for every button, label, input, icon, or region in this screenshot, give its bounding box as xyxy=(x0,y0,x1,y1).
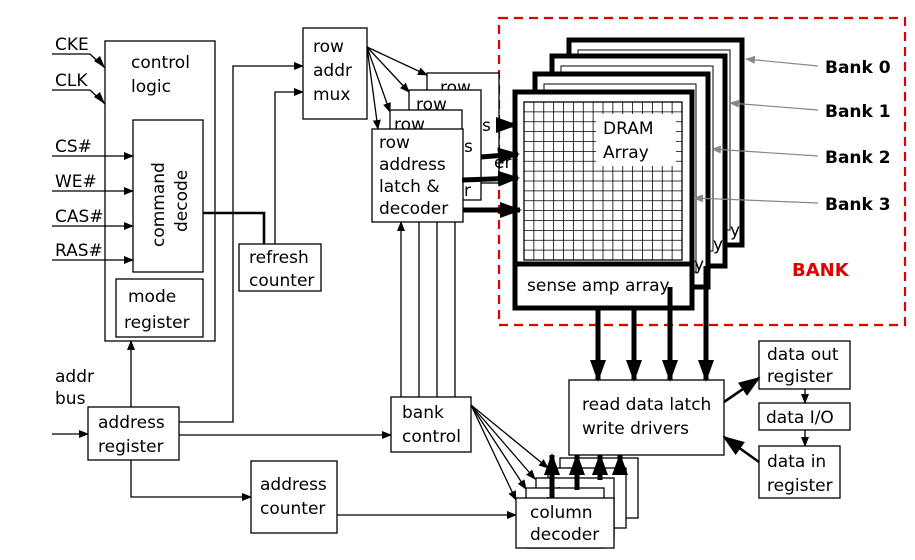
addr-to-mux-line xyxy=(179,62,304,423)
cke-pin: CKE xyxy=(52,35,106,69)
cs-pin: CS# xyxy=(52,137,134,160)
bank-0-label: Bank 0 xyxy=(825,58,891,78)
read-write-box xyxy=(568,379,725,456)
svg-text:y: y xyxy=(713,235,723,255)
sense-to-latch-arrows xyxy=(590,266,714,382)
row-addr-mux-label: row xyxy=(313,37,344,57)
address-counter-box xyxy=(250,460,338,534)
command-decode-box xyxy=(132,119,204,273)
bank-3-leader xyxy=(693,194,819,204)
data-out-register-box xyxy=(758,340,851,390)
address-counter-label: address xyxy=(260,475,327,495)
address-register-box xyxy=(87,406,180,461)
data-out-label-2: register xyxy=(767,367,833,387)
address-counter-label-2: counter xyxy=(260,499,325,519)
column-decoder-label-2: decoder xyxy=(530,525,599,545)
svg-text:CAS#: CAS# xyxy=(55,207,104,227)
svg-text:WE#: WE# xyxy=(55,172,97,192)
bank-control-label-2: control xyxy=(402,427,461,447)
bank-ctrl-fanout-lines xyxy=(470,404,549,501)
mode-register-label-2: register xyxy=(124,313,190,333)
bank-1-leader xyxy=(729,99,819,111)
clk-pin: CLK xyxy=(52,71,106,105)
row-to-array-arrows xyxy=(461,117,522,218)
column-decoder-box xyxy=(515,497,615,549)
memory-cell-grid xyxy=(524,102,682,260)
row-addr-mux-box xyxy=(302,27,368,120)
latch-to-dataout-arrow xyxy=(723,376,761,404)
read-data-latch-label: read data latch xyxy=(582,395,711,415)
bank-0-leader xyxy=(745,55,819,67)
bank-control-box xyxy=(390,396,472,453)
svg-text:y: y xyxy=(730,221,740,241)
control-logic-label: control xyxy=(131,53,190,73)
data-in-register-box xyxy=(758,445,841,499)
dram-label: DRAM xyxy=(603,119,654,139)
sense-amp-label: sense amp array xyxy=(527,276,670,296)
write-drivers-label: write drivers xyxy=(582,419,689,439)
svg-text:s: s xyxy=(482,116,491,136)
bank-3-label: Bank 3 xyxy=(825,195,891,215)
dram-array-bank-3: DRAM Array sense amp array xyxy=(512,89,695,311)
cas-pin: CAS# xyxy=(52,207,134,230)
refresh-counter-box xyxy=(238,243,322,292)
svg-text:RAS#: RAS# xyxy=(55,241,103,261)
bank-1-label: Bank 1 xyxy=(825,102,891,122)
row-decoder-label: row xyxy=(379,133,410,153)
addr-bus-label: addr xyxy=(55,367,94,387)
svg-text:CS#: CS# xyxy=(55,137,92,157)
row-decoder-label-2: address xyxy=(379,155,446,175)
bank-tag: BANK xyxy=(792,260,850,281)
address-register-label: address xyxy=(98,413,165,433)
control-logic-label-2: logic xyxy=(131,77,171,97)
bank-2-leader xyxy=(711,145,819,157)
row-decoder-label-4: decoder xyxy=(379,199,448,219)
ras-pin: RAS# xyxy=(52,241,134,264)
command-decode-label-2: decode xyxy=(172,170,192,232)
refresh-counter-label-2: counter xyxy=(249,271,314,291)
addr-bus-label-2: bus xyxy=(55,389,86,409)
data-in-label-2: register xyxy=(767,476,833,496)
bank-ctrl-to-row-lines xyxy=(397,221,456,397)
datain-to-latch-arrow xyxy=(722,435,760,464)
data-io-box xyxy=(758,402,851,431)
refresh-to-mux-line xyxy=(274,88,304,244)
bank-2-label: Bank 2 xyxy=(825,148,891,168)
addr-to-counter-line xyxy=(130,460,252,501)
coldec-to-latch-arrows xyxy=(544,453,628,498)
data-in-label: data in xyxy=(767,452,826,472)
bank-control-label: bank xyxy=(402,403,444,423)
mode-register-box xyxy=(115,278,204,338)
svg-text:y: y xyxy=(694,255,704,275)
row-address-decoder-box xyxy=(371,128,464,223)
data-io-label: data I/O xyxy=(766,408,834,428)
svg-text:CKE: CKE xyxy=(55,35,89,55)
bank-outline xyxy=(497,16,907,327)
column-decoder-label: column xyxy=(530,503,593,523)
mode-register-label: mode xyxy=(128,287,176,307)
array-label: Array xyxy=(603,143,649,163)
refresh-counter-label: refresh xyxy=(249,248,309,268)
we-pin: WE# xyxy=(52,172,134,195)
row-addr-mux-label-2: addr xyxy=(313,61,352,81)
address-register-label-2: register xyxy=(98,437,164,457)
mux-fanout-lines xyxy=(366,46,428,130)
decode-to-refresh-line xyxy=(203,211,266,244)
svg-text:CLK: CLK xyxy=(55,71,88,91)
row-addr-mux-label-3: mux xyxy=(313,85,350,105)
svg-text:s: s xyxy=(464,137,473,157)
row-decoder-label-3: latch & xyxy=(379,177,440,197)
svg-text:r: r xyxy=(464,181,471,201)
command-decode-label: command xyxy=(149,162,169,247)
data-out-label: data out xyxy=(767,345,839,365)
